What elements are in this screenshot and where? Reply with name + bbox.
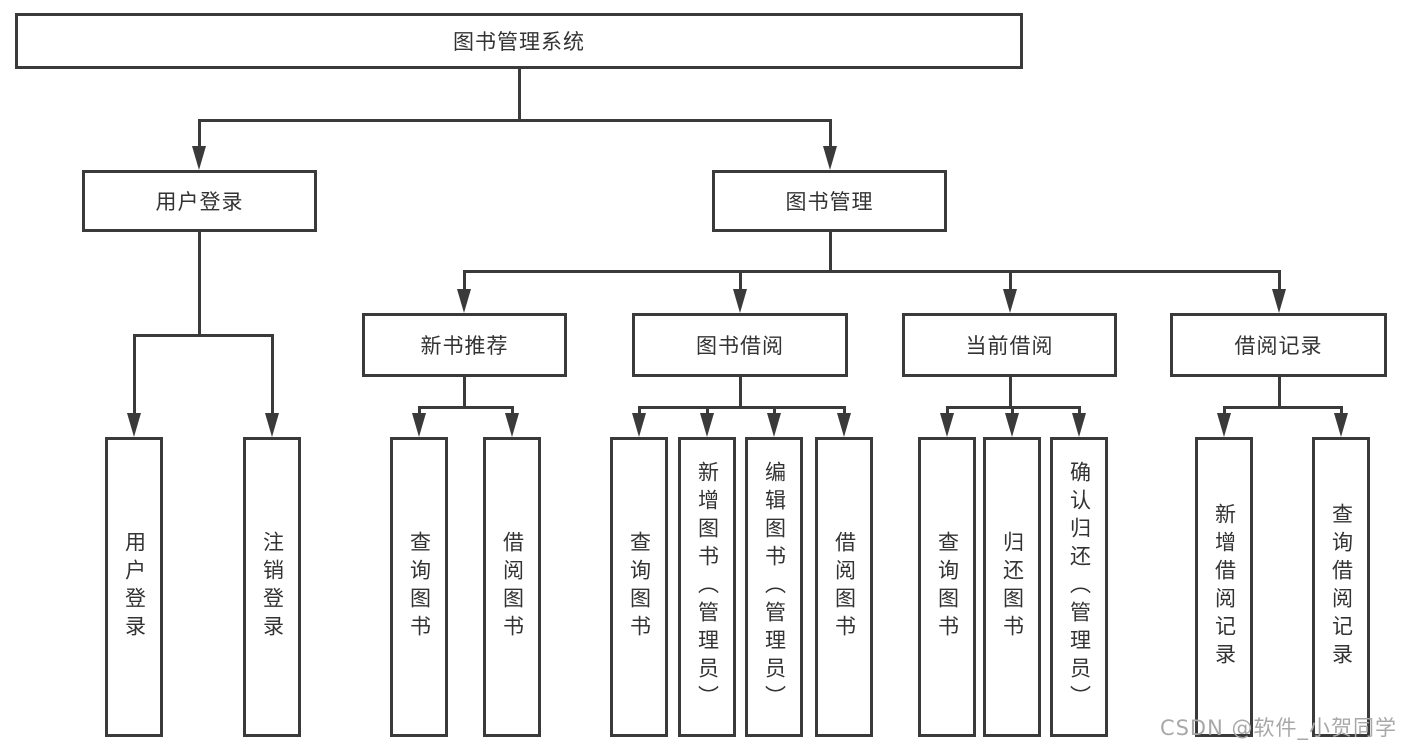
arrow-down-icon — [1334, 413, 1348, 437]
arrow-stem — [1339, 407, 1343, 415]
node-label: 借阅图书 — [832, 531, 857, 643]
connector-horizontal-line — [132, 333, 274, 337]
node-label: 注销登录 — [260, 531, 285, 643]
node-leaf-cb-query: 查询图书 — [918, 437, 976, 737]
node-label: 新书推荐 — [420, 334, 509, 358]
node-label: 图书管理系统 — [453, 30, 585, 54]
arrow-down-icon — [457, 289, 471, 313]
node-label: 新增图书（管理员） — [695, 461, 720, 713]
watermark: CSDN @软件_小贺同学 — [1159, 716, 1397, 740]
node-leaf-logout: 注销登录 — [243, 437, 301, 737]
arrow-down-icon — [632, 413, 646, 437]
node-leaf-br-add: 新增借阅记录 — [1195, 437, 1253, 737]
node-leaf-bb-borrow: 借阅图书 — [815, 437, 873, 737]
arrow-down-icon — [1217, 413, 1231, 437]
arrow-down-icon — [412, 413, 426, 437]
node-label: 图书借阅 — [696, 334, 784, 358]
node-label: 新增借阅记录 — [1212, 503, 1237, 671]
node-leaf-br-query: 查询借阅记录 — [1312, 437, 1370, 737]
arrow-stem — [828, 120, 832, 148]
node-root: 图书管理系统 — [15, 13, 1023, 69]
arrow-stem — [1010, 407, 1014, 415]
arrow-down-icon — [1072, 413, 1086, 437]
arrow-stem — [270, 335, 274, 415]
node-label: 确认归还（管理员） — [1067, 461, 1092, 713]
arrow-stem — [417, 407, 421, 415]
arrow-down-icon — [1272, 289, 1286, 313]
node-leaf-nb-borrow: 借阅图书 — [483, 437, 541, 737]
node-label: 查询图书 — [627, 531, 652, 643]
node-label: 图书管理 — [785, 190, 874, 214]
connector-horizontal-line — [197, 118, 832, 122]
arrow-down-icon — [265, 413, 279, 437]
arrow-down-icon — [192, 146, 206, 170]
arrow-down-icon — [940, 413, 954, 437]
node-leaf-user-login: 用户登录 — [105, 437, 163, 737]
node-leaf-bb-query: 查询图书 — [610, 437, 668, 737]
node-leaf-bb-edit: 编辑图书（管理员） — [745, 437, 803, 737]
connector-vertical-line — [828, 232, 832, 273]
arrow-stem — [1077, 407, 1081, 415]
node-leaf-nb-query: 查询图书 — [390, 437, 448, 737]
arrow-stem — [842, 407, 846, 415]
node-label: 查询借阅记录 — [1329, 503, 1354, 671]
arrow-stem — [772, 407, 776, 415]
arrow-down-icon — [823, 146, 837, 170]
arrow-down-icon — [505, 413, 519, 437]
arrow-stem — [738, 271, 742, 291]
arrow-stem — [1008, 271, 1012, 291]
node-label: 查询图书 — [935, 531, 960, 643]
arrow-stem — [510, 407, 514, 415]
connector-vertical-line — [462, 377, 466, 409]
arrow-stem — [462, 271, 466, 291]
connector-vertical-line — [738, 377, 742, 409]
node-label: 用户登录 — [122, 531, 147, 643]
node-borrow-records: 借阅记录 — [1170, 313, 1387, 377]
node-label: 查询图书 — [407, 531, 432, 643]
arrow-stem — [945, 407, 949, 415]
connector-horizontal-line — [1222, 405, 1343, 409]
arrow-stem — [637, 407, 641, 415]
node-new-book-rec: 新书推荐 — [362, 313, 567, 377]
connector-horizontal-line — [637, 405, 846, 409]
arrow-stem — [1222, 407, 1226, 415]
connector-vertical-line — [517, 69, 521, 122]
node-label: 当前借阅 — [965, 334, 1054, 358]
arrow-stem — [132, 335, 136, 415]
node-label: 借阅图书 — [500, 531, 525, 643]
connector-horizontal-line — [462, 269, 1281, 273]
node-user-login: 用户登录 — [82, 170, 317, 232]
arrow-down-icon — [1003, 289, 1017, 313]
arrow-stem — [1277, 271, 1281, 291]
arrow-down-icon — [700, 413, 714, 437]
arrow-down-icon — [733, 289, 747, 313]
node-leaf-bb-add: 新增图书（管理员） — [678, 437, 736, 737]
node-leaf-cb-confirm: 确认归还（管理员） — [1050, 437, 1108, 737]
node-book-mgmt: 图书管理 — [712, 170, 947, 232]
arrow-down-icon — [1005, 413, 1019, 437]
connector-horizontal-line — [417, 405, 514, 409]
node-book-borrow: 图书借阅 — [632, 313, 848, 377]
node-current-borrow: 当前借阅 — [902, 313, 1117, 377]
arrow-down-icon — [767, 413, 781, 437]
connector-vertical-line — [197, 232, 201, 337]
arrow-down-icon — [837, 413, 851, 437]
arrow-down-icon — [127, 413, 141, 437]
node-label: 用户登录 — [155, 190, 244, 214]
node-label: 归还图书 — [1000, 531, 1025, 643]
connector-vertical-line — [1008, 377, 1012, 409]
node-label: 借阅记录 — [1234, 334, 1323, 358]
node-leaf-cb-return: 归还图书 — [983, 437, 1041, 737]
connector-vertical-line — [1277, 377, 1281, 409]
arrow-stem — [197, 120, 201, 148]
arrow-stem — [705, 407, 709, 415]
node-label: 编辑图书（管理员） — [762, 461, 787, 713]
